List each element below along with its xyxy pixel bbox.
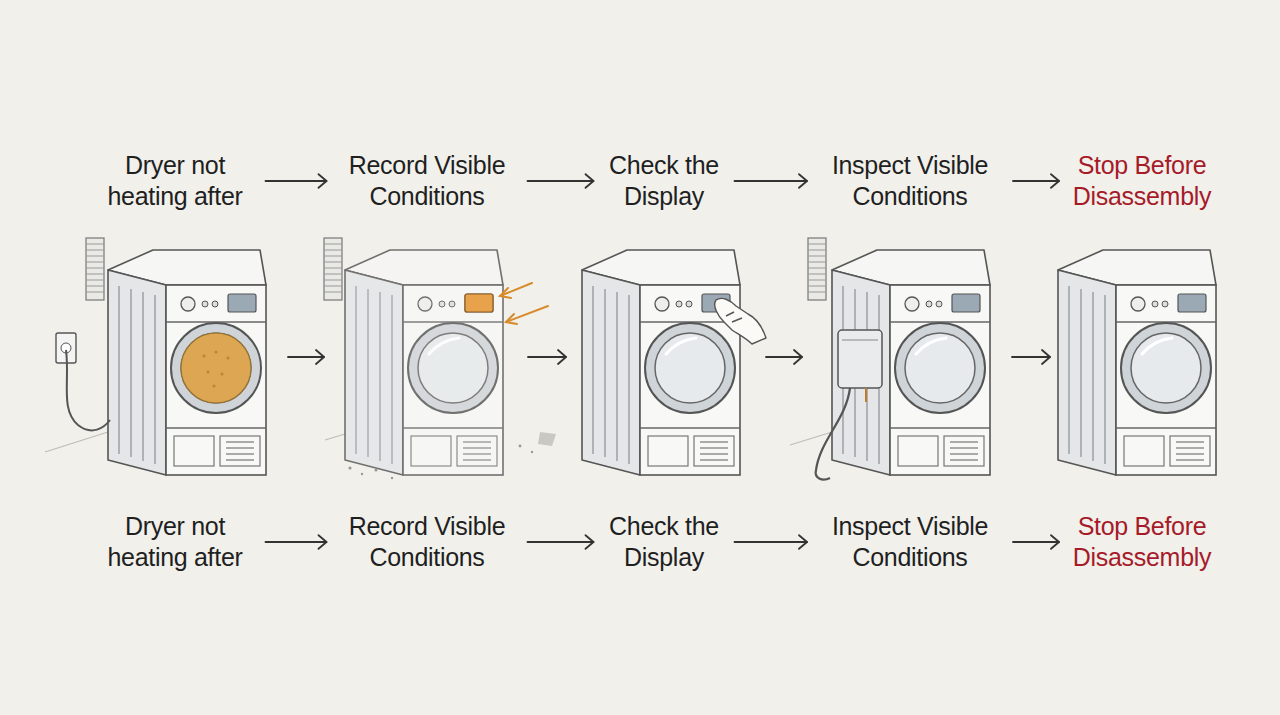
duct-hose — [808, 238, 826, 300]
arrow-head — [586, 174, 594, 188]
flow-arrow — [735, 535, 808, 549]
step-text: Record Visible Conditions — [335, 150, 520, 212]
flow-arrow — [266, 174, 327, 188]
arrow-shaft — [1013, 541, 1059, 543]
arrow-head — [1051, 535, 1059, 549]
amber-drum — [181, 333, 251, 403]
electrical-box — [816, 330, 882, 480]
flow-arrow — [735, 174, 808, 188]
arrow-head — [799, 535, 807, 549]
flow-arrow — [528, 535, 594, 549]
step-text: Dryer not heating after — [93, 511, 258, 573]
arrow-head — [1051, 174, 1059, 188]
arrow-head — [319, 535, 327, 549]
pointing-hand — [715, 298, 766, 344]
step-label: Dryer not heating after — [93, 149, 258, 213]
step-text: Inspect Visible Conditions — [815, 150, 1005, 212]
arrow-head — [319, 174, 327, 188]
step-label: Dryer not heating after — [93, 510, 258, 574]
dryer-illustration — [108, 250, 266, 475]
illustration-arrows — [288, 350, 1050, 364]
duct-hose — [324, 238, 342, 300]
step-label: Inspect Visible Conditions — [815, 149, 1005, 213]
dryer-illustration — [832, 250, 990, 475]
step-text: Dryer not heating after — [93, 150, 258, 212]
step-text: Inspect Visible Conditions — [815, 511, 1005, 573]
flow-arrow — [528, 174, 594, 188]
wall-outlet — [56, 333, 110, 430]
stop-step-text: Stop Before Disassembly — [1067, 511, 1217, 573]
step-label: Inspect Visible Conditions — [815, 510, 1005, 574]
arrow-head — [799, 174, 807, 188]
lint-debris — [348, 432, 556, 479]
arrow-shaft — [528, 180, 594, 182]
flow-arrow — [1013, 174, 1059, 188]
dryer-illustration — [582, 250, 740, 475]
duct-hose — [86, 238, 104, 300]
step-label: Record Visible Conditions — [335, 510, 520, 574]
flow-arrow — [1013, 535, 1059, 549]
arrow-shaft — [1013, 180, 1059, 182]
flow-arrow — [266, 535, 327, 549]
stop-step-text: Stop Before Disassembly — [1067, 150, 1217, 212]
step-label: Stop Before Disassembly — [1067, 510, 1217, 574]
arrow-shaft — [266, 180, 327, 182]
step-label: Record Visible Conditions — [335, 149, 520, 213]
step-text: Record Visible Conditions — [335, 511, 520, 573]
dryer-illustration — [345, 250, 503, 475]
arrow-shaft — [266, 541, 327, 543]
orange-display — [465, 294, 493, 312]
arrow-shaft — [528, 541, 594, 543]
arrow-shaft — [735, 180, 808, 182]
step-text: Check the Display — [602, 511, 727, 573]
arrow-head — [586, 535, 594, 549]
pointer-arrows — [500, 283, 548, 324]
arrow-shaft — [735, 541, 808, 543]
step-text: Check the Display — [602, 150, 727, 212]
step-label: Check the Display — [602, 149, 727, 213]
step-label: Stop Before Disassembly — [1067, 149, 1217, 213]
step-label: Check the Display — [602, 510, 727, 574]
dryer-illustration — [1058, 250, 1216, 475]
